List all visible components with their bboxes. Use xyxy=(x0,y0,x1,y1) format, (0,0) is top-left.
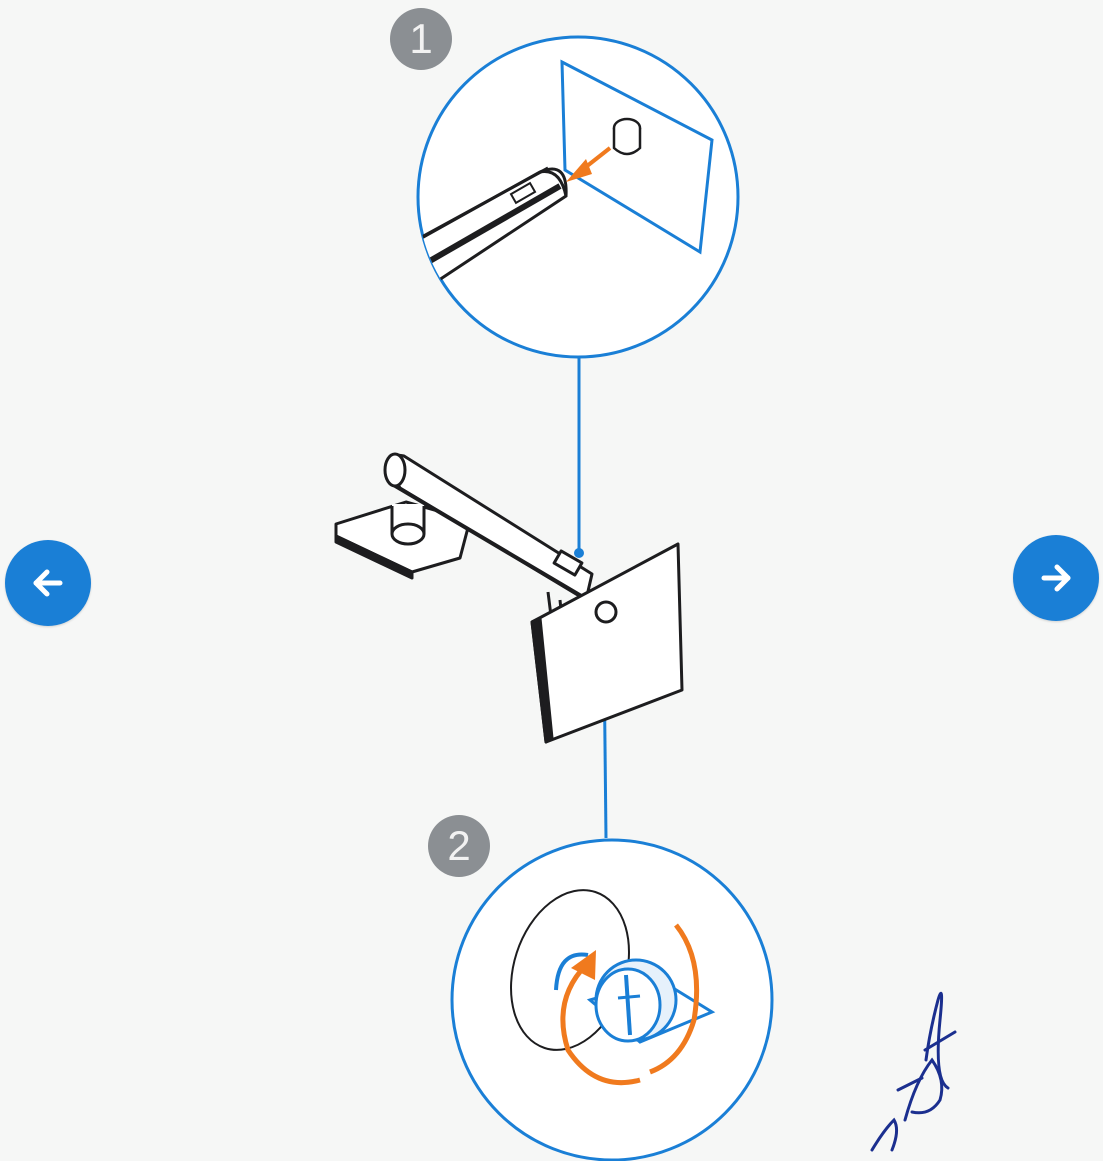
callout-step-1 xyxy=(400,37,738,357)
callout-step-2 xyxy=(452,840,772,1160)
previous-button[interactable] xyxy=(5,540,91,626)
arrow-right-icon xyxy=(1034,556,1078,600)
monitor-stand-illustration xyxy=(336,454,682,742)
arrow-left-icon xyxy=(26,561,70,605)
next-button[interactable] xyxy=(1013,535,1099,621)
connector-dot-1 xyxy=(574,548,584,558)
step-number-badge-1: 1 xyxy=(390,8,452,70)
step-number-badge-2: 2 xyxy=(428,815,490,877)
handwritten-signature xyxy=(872,993,955,1150)
